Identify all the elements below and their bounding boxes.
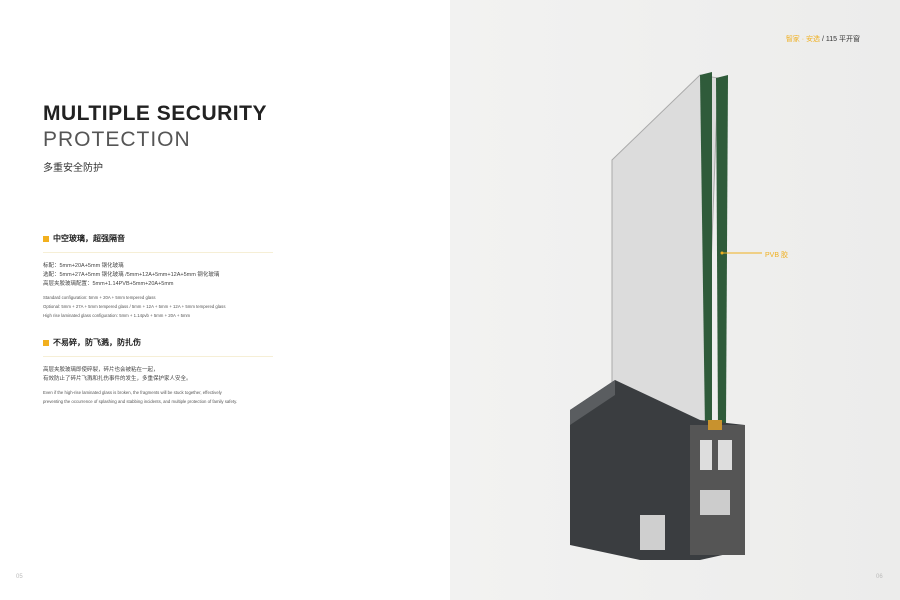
frame-cavity: [718, 440, 732, 470]
glass-edge-green: [700, 72, 712, 430]
bullet-square-icon: [43, 339, 49, 346]
pvb-leader-dot: [720, 251, 724, 255]
glass-spacer: [708, 420, 722, 430]
cn-line: 高层夹胶玻璃配置：5mm+1.14PVB+5mm+20A+5mm: [43, 281, 174, 287]
header-product: 115 平开窗: [825, 36, 860, 43]
cn-line: 高层夹胶玻璃即使碎裂，碎片也会被粘在一起，: [43, 367, 159, 373]
en-line: preventing the occurrence of splashing a…: [43, 399, 238, 404]
divider: [43, 252, 273, 253]
en-line: Optional: 5mm + 27A + 5mm tempered glass…: [43, 304, 226, 309]
left-page: MULTIPLE SECURITY PROTECTION 多重安全防护 中空玻璃…: [16, 102, 273, 580]
page-number-right: 06: [876, 574, 883, 580]
header-brand: 智家 · 安选: [785, 36, 821, 43]
section1-heading-row: 中空玻璃，超强隔音: [43, 233, 273, 244]
page-header: 智家 · 安选 / 115 平开窗: [786, 34, 860, 44]
header-separator: /: [820, 36, 826, 43]
cn-line: 选配：5mm+27A+5mm 钢化玻璃 /5mm+12A+5mm+12A+5mm…: [43, 272, 220, 278]
en-line: Standard configuration: 5mm + 20A + 5mm …: [43, 295, 156, 300]
en-line: Even if the high-rise laminated glass is…: [43, 390, 222, 395]
bullet-square-icon: [43, 235, 49, 242]
section2-heading-row: 不易碎，防飞溅，防扎伤: [43, 337, 273, 348]
frame-top-face: [570, 380, 615, 425]
section1-heading: 中空玻璃，超强隔音: [53, 234, 125, 243]
title-line2: PROTECTION: [43, 128, 191, 151]
section2-heading: 不易碎，防飞溅，防扎伤: [53, 338, 141, 347]
pvb-callout: PVB 胶: [765, 252, 788, 259]
frame-cavity: [700, 440, 712, 470]
en-line: High rise laminated glass configuration:…: [43, 313, 191, 318]
section-hollow-glass: 中空玻璃，超强隔音 标配：5mm+20A+5mm 钢化玻璃 选配：5mm+27A…: [43, 233, 273, 320]
cn-line: 有效防止了碎片飞溅和扎伤事件的发生，多重保护家人安全。: [43, 376, 192, 382]
divider: [43, 356, 273, 357]
title-line1: MULTIPLE SECURITY: [43, 102, 267, 125]
frame-cavity: [700, 490, 730, 515]
title-cn: 多重安全防护: [43, 163, 103, 174]
frame-cavity: [640, 515, 665, 550]
page-number-left: 05: [16, 574, 23, 580]
section-shatterproof: 不易碎，防飞溅，防扎伤 高层夹胶玻璃即使碎裂，碎片也会被粘在一起， 有效防止了碎…: [43, 337, 273, 406]
cn-line: 标配：5mm+20A+5mm 钢化玻璃: [43, 263, 124, 269]
